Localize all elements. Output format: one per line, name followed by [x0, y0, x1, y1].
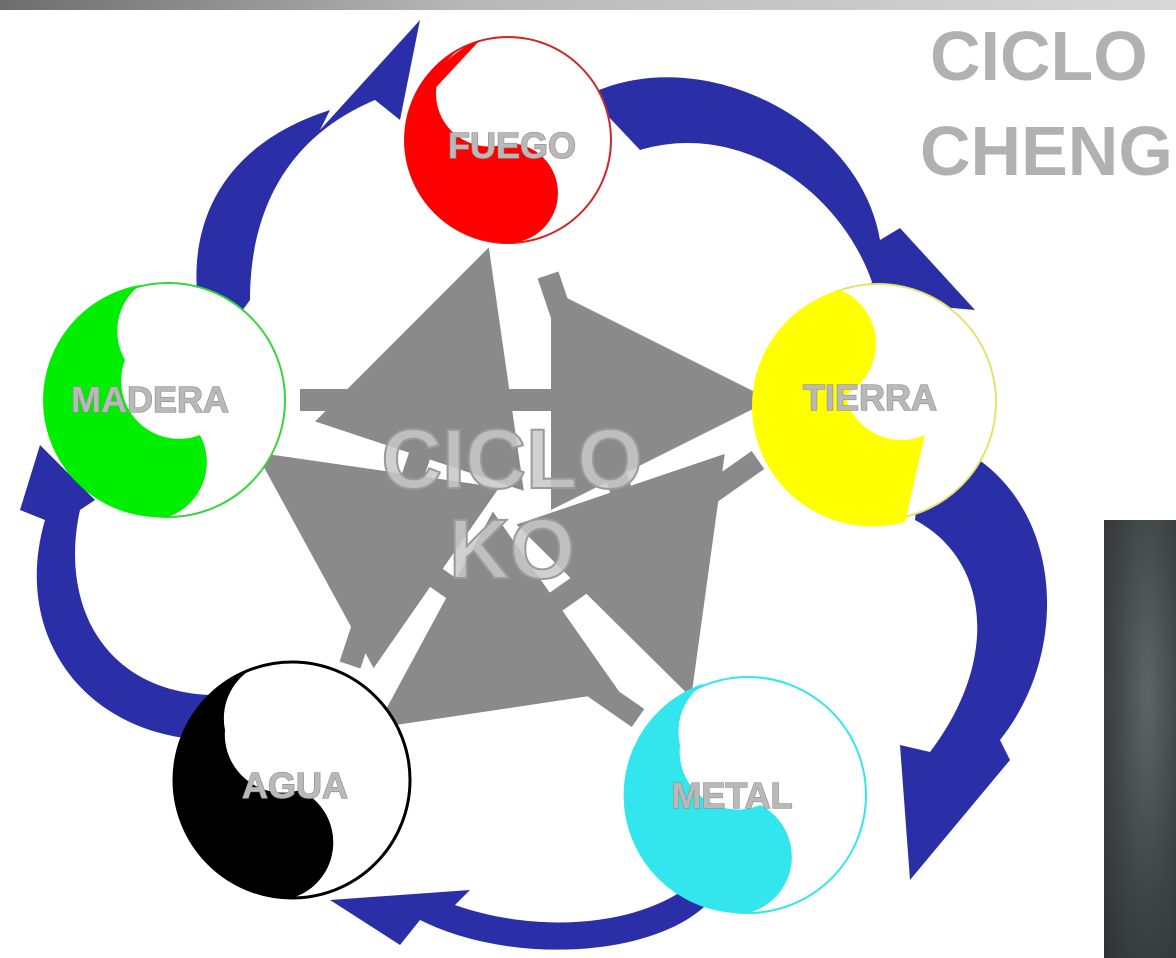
tierra-label: TIERRA [803, 377, 937, 418]
element-agua: AGUA [174, 662, 410, 898]
cheng-arrow-fuego-to-tierra [588, 77, 975, 310]
cheng-arrow-metal-to-agua [330, 885, 720, 950]
element-fuego: FUEGO [404, 37, 611, 243]
element-metal: METAL [624, 677, 866, 913]
element-madera: MADERA [43, 283, 285, 517]
ciclo-cheng-line2: CHENG [920, 112, 1173, 190]
ciclo-ko-line2: KO [449, 502, 575, 596]
madera-label: MADERA [71, 379, 229, 420]
agua-label: AGUA [242, 765, 348, 806]
metal-label: METAL [671, 775, 792, 816]
fuego-label: FUEGO [448, 125, 576, 166]
ciclo-cheng-line1: CICLO [930, 17, 1148, 95]
ciclo-ko-line1: CICLO [381, 412, 642, 506]
